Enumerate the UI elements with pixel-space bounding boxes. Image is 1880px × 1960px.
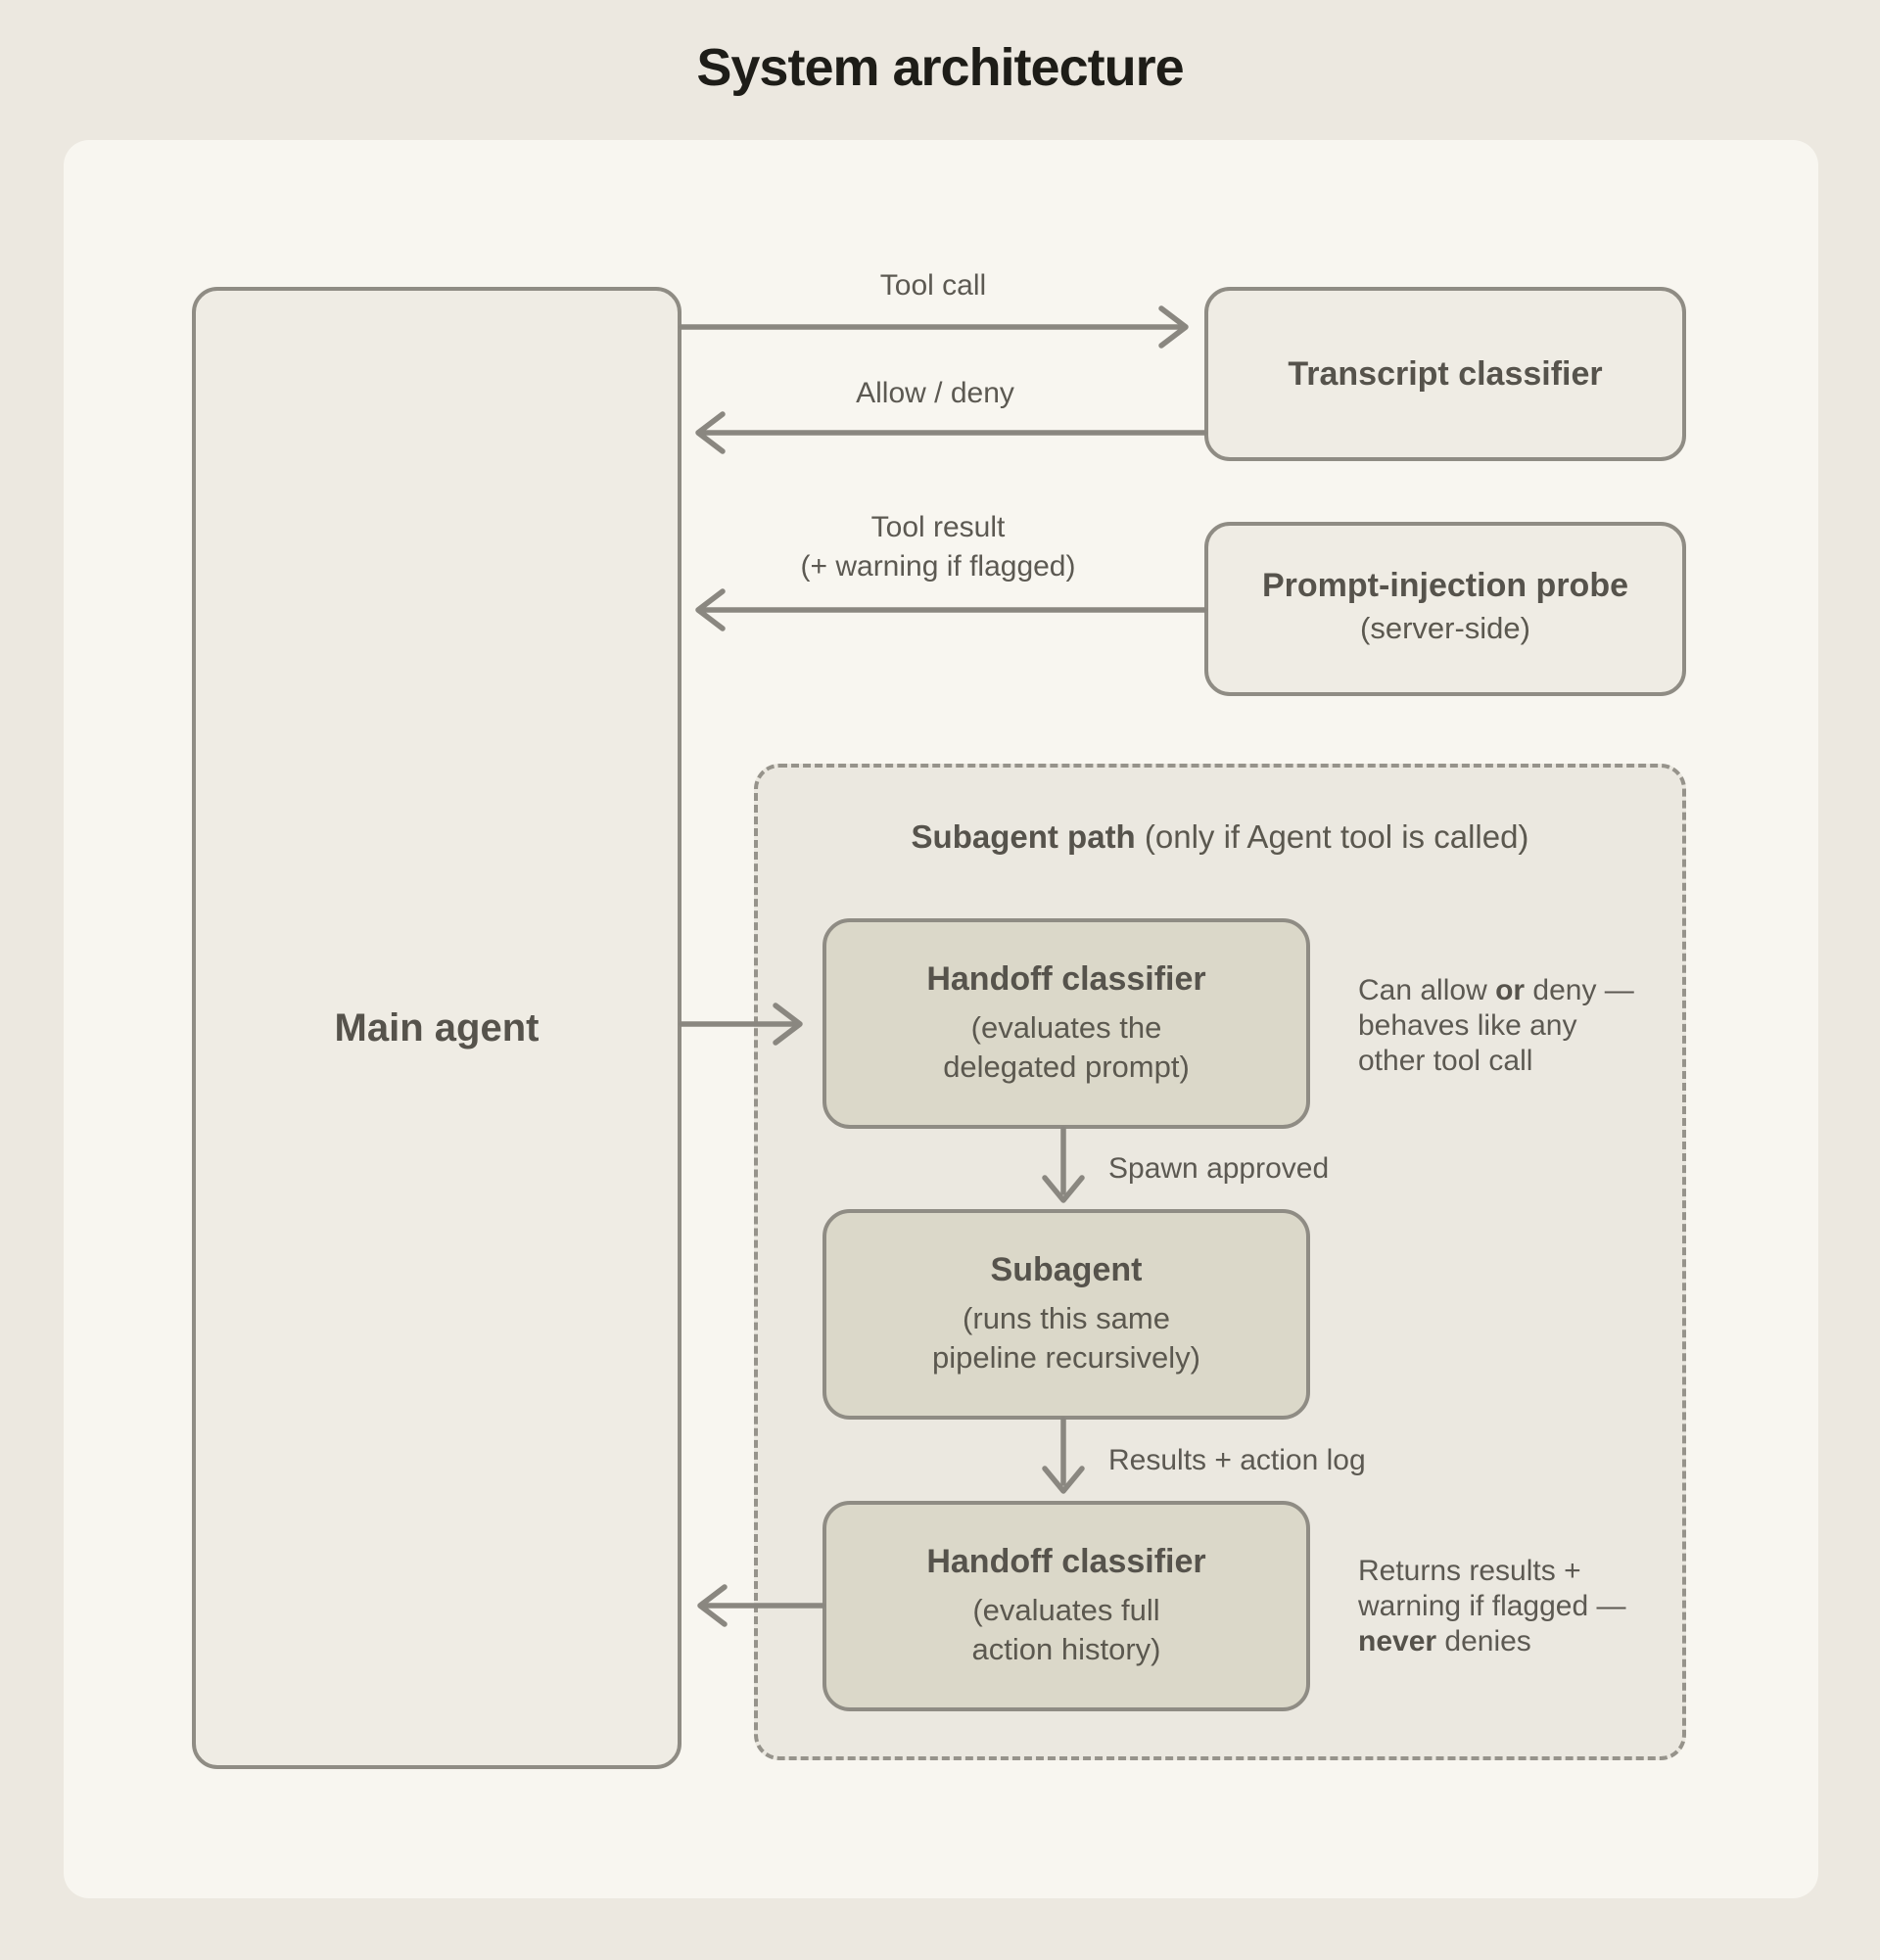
subagent-sub2: pipeline recursively) (932, 1340, 1200, 1375)
handoff-classifier-bottom-node: Handoff classifier (evaluates full actio… (822, 1501, 1310, 1711)
annotation-can-allow-or-deny: Can allow or deny — behaves like any oth… (1358, 973, 1634, 1079)
edge-label-tool-result-line1: Tool result (870, 511, 1006, 543)
edge-label-results-action-log: Results + action log (1108, 1444, 1366, 1476)
annotation-bottom-line1: Returns results + (1358, 1555, 1581, 1587)
annotation-top-line1-bold: or (1495, 974, 1526, 1006)
annotation-top-line1-post: deny — (1525, 974, 1634, 1006)
prompt-injection-probe-title: Prompt-injection probe (1262, 566, 1628, 604)
annotation-bottom-line2: warning if flagged — (1358, 1590, 1626, 1622)
prompt-injection-probe-sublabel: (server-side) (1360, 610, 1530, 645)
edge-label-spawn-approved: Spawn approved (1108, 1152, 1330, 1185)
subagent-sub1: (runs this same (963, 1301, 1170, 1335)
edge-label-tool-call: Tool call (879, 269, 987, 302)
transcript-classifier-node: Transcript classifier (1204, 287, 1686, 461)
handoff-classifier-top-label: Handoff classifier (926, 960, 1206, 998)
main-agent-label: Main agent (334, 1005, 540, 1050)
edge-label-tool-result-line2: (+ warning if flagged) (800, 550, 1076, 583)
subagent-path-header-bold: Subagent path (911, 818, 1136, 855)
handoff-classifier-top-node: Handoff classifier (evaluates the delega… (822, 918, 1310, 1129)
transcript-classifier-label: Transcript classifier (1288, 354, 1603, 393)
subagent-label: Subagent (990, 1251, 1143, 1288)
annotation-top-line1-pre: Can allow (1358, 974, 1496, 1006)
prompt-injection-probe-node: Prompt-injection probe (server-side) (1204, 522, 1686, 696)
handoff-classifier-bottom-sub2: action history) (971, 1632, 1161, 1666)
handoff-classifier-top-sub2: delegated prompt) (943, 1050, 1190, 1084)
main-agent-node: Main agent (192, 287, 682, 1769)
subagent-path-header-rest: (only if Agent tool is called) (1135, 818, 1529, 855)
edge-label-allow-deny: Allow / deny (856, 377, 1014, 409)
handoff-classifier-bottom-label: Handoff classifier (926, 1543, 1206, 1580)
annotation-returns-results: Returns results + warning if flagged — n… (1358, 1554, 1626, 1659)
subagent-node: Subagent (runs this same pipeline recurs… (822, 1209, 1310, 1420)
annotation-bottom-line3-post: denies (1436, 1625, 1531, 1657)
page-title: System architecture (696, 38, 1184, 97)
handoff-classifier-bottom-sub1: (evaluates full (972, 1593, 1160, 1627)
handoff-classifier-top-sub1: (evaluates the (970, 1010, 1162, 1045)
annotation-top-line3: other tool call (1358, 1045, 1533, 1077)
subagent-path-header: Subagent path (only if Agent tool is cal… (754, 818, 1686, 856)
annotation-bottom-line3-bold: never (1358, 1625, 1437, 1657)
annotation-top-line2: behaves like any (1358, 1009, 1577, 1042)
